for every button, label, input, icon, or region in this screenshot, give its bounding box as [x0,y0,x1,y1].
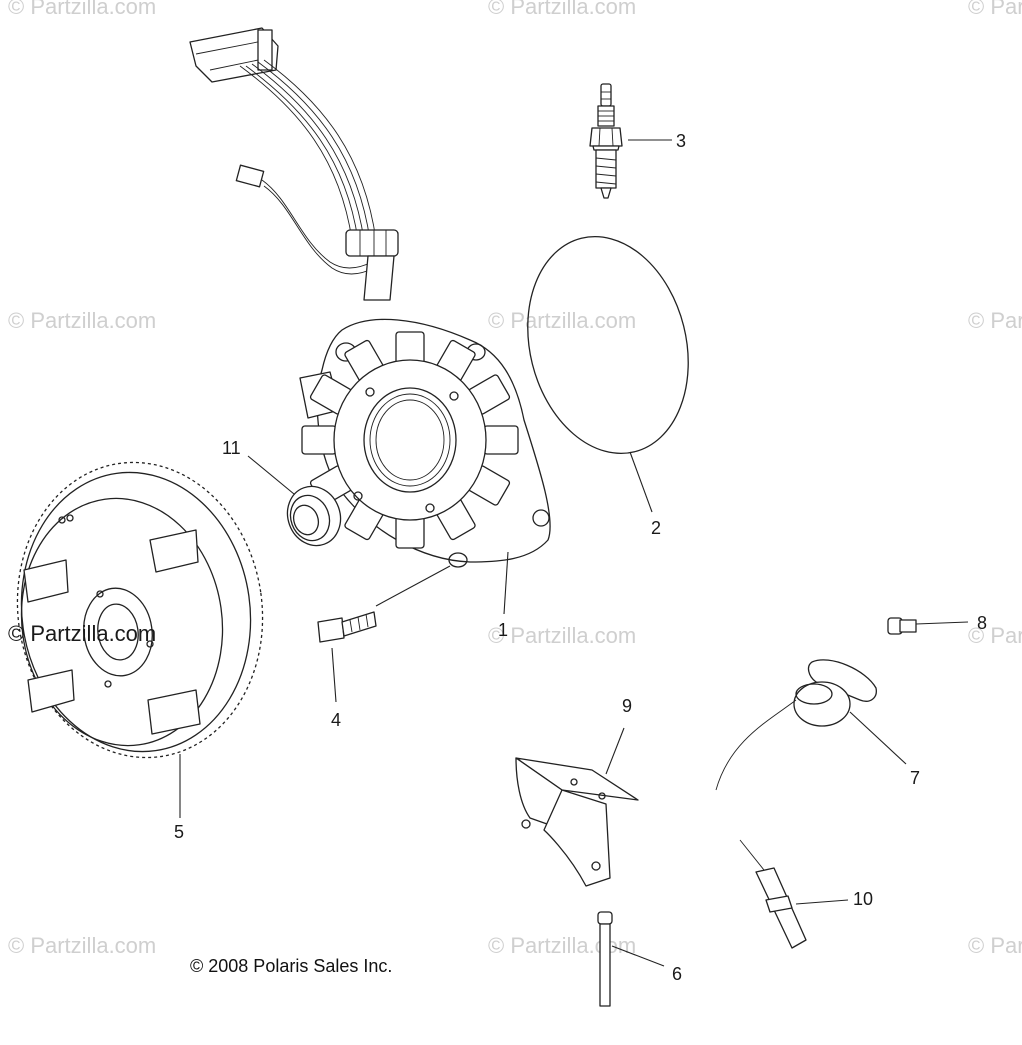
watermark: © Partzilla.com [968,0,1022,19]
bracket-part [515,757,639,887]
callout-6: 6 [672,964,682,984]
watermark: © Partzilla.com [968,933,1022,958]
watermarks: © Partzilla.com © Partzilla.com © Partzi… [8,0,1022,958]
callout-5: 5 [174,822,184,842]
callouts: 3 2 1 4 11 5 8 7 9 10 6 [174,131,987,984]
watermark: © Partzilla.com [8,933,156,958]
watermark: © Partzilla.com [8,0,156,19]
spark-plug-part [589,83,623,199]
callout-3: 3 [676,131,686,151]
callout-9: 9 [622,696,632,716]
flywheel-part [16,461,264,759]
rivet-part [597,911,613,1007]
callout-7: 7 [910,768,920,788]
watermark: © Partzilla.com [488,623,636,648]
sensor-part [739,839,807,949]
watermark: © Partzilla.com [968,623,1022,648]
callout-4: 4 [331,710,341,730]
gasket-part [527,235,689,455]
watermark-emphasized: © Partzilla.com [8,621,156,646]
leader-lines [179,139,969,967]
screw-part [317,611,377,643]
watermark: © Partzilla.com [488,0,636,19]
watermark: © Partzilla.com [968,308,1022,333]
stator-assembly-part [189,27,551,568]
seal-part [286,485,342,547]
callout-8: 8 [977,613,987,633]
copyright-notice: © 2008 Polaris Sales Inc. [190,956,392,976]
callout-2: 2 [651,518,661,538]
pickup-sensor-part [715,659,877,791]
watermark: © Partzilla.com [8,308,156,333]
watermark: © Partzilla.com [488,308,636,333]
callout-1: 1 [498,620,508,640]
callout-10: 10 [853,889,873,909]
small-screw-part [887,617,917,635]
watermark: © Partzilla.com [488,933,636,958]
callout-11: 11 [222,438,241,458]
